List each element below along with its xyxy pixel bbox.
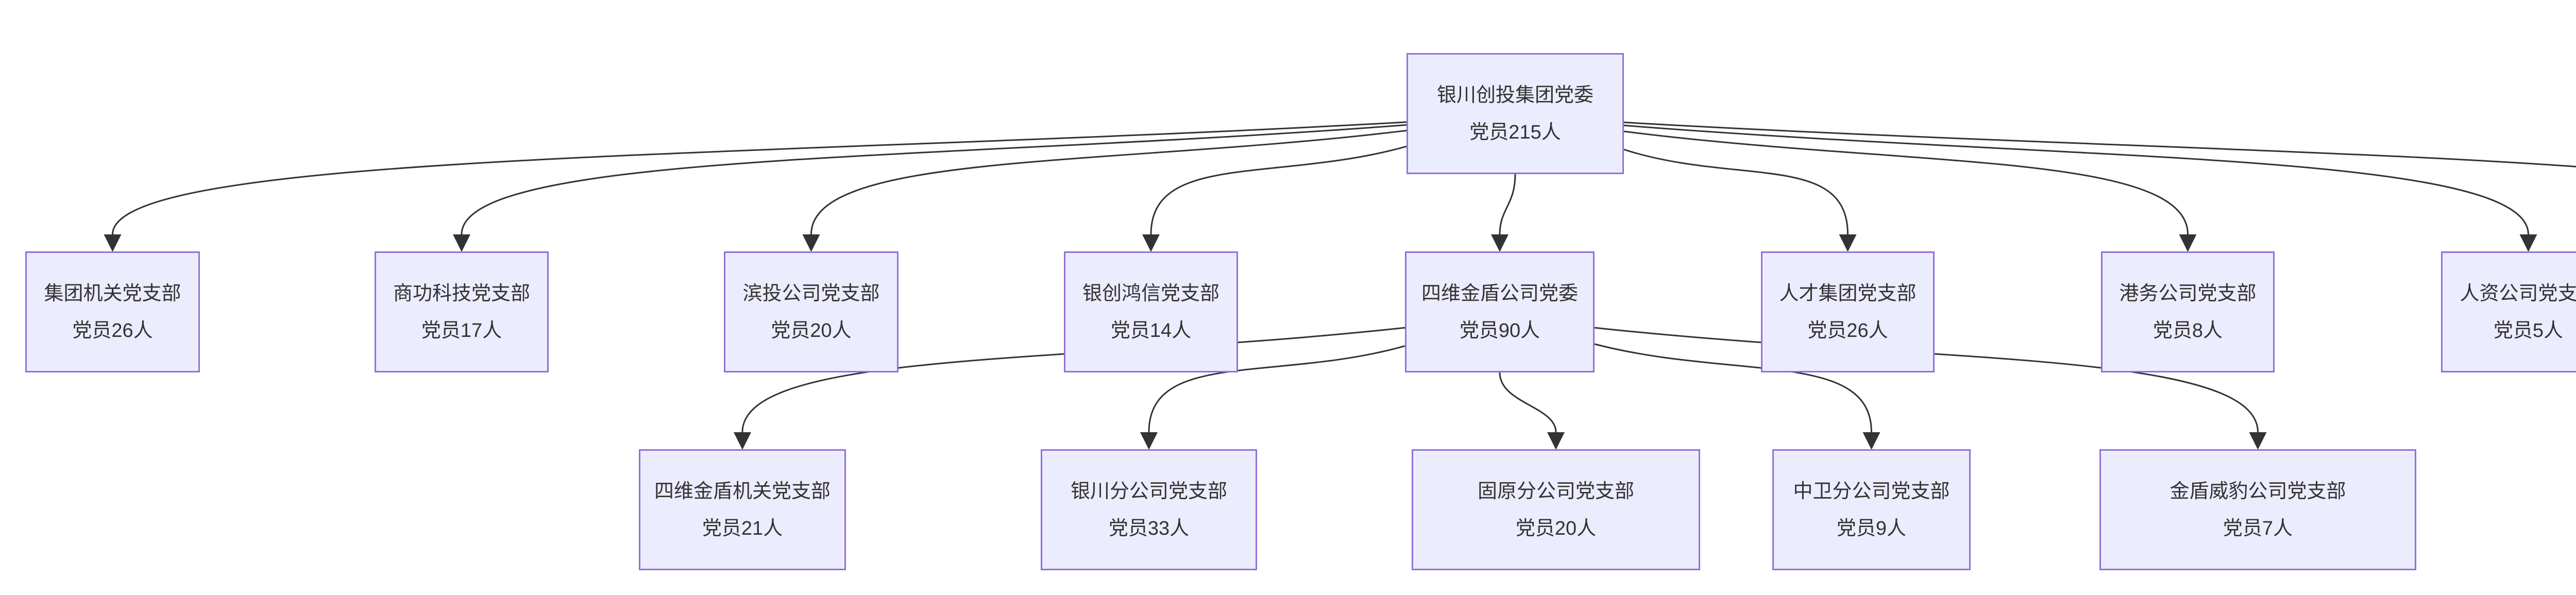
org-member-count: 党员26人	[1807, 319, 1888, 342]
org-unit-name: 集团机关党支部	[44, 282, 181, 304]
org-member-count: 党员17人	[421, 319, 502, 342]
org-node-m1: 四维金盾机关党支部党员21人	[639, 449, 846, 570]
edge-root-n8	[1623, 124, 2537, 252]
org-node-m4: 中卫分公司党支部党员9人	[1772, 449, 1971, 570]
org-member-count: 党员9人	[1836, 517, 1907, 539]
org-unit-name: 固原分公司党支部	[1477, 480, 1634, 502]
org-node-n8: 人资公司党支部党员5人	[2441, 251, 2576, 372]
edge-root-n3	[802, 129, 1407, 252]
org-member-count: 党员21人	[702, 517, 783, 539]
edge-root-n7	[1623, 130, 2197, 252]
edge-n5-m3	[1499, 372, 1565, 450]
edge-root-n9	[1623, 122, 2576, 167]
org-node-n2: 商功科技党支部党员17人	[375, 251, 549, 372]
org-member-count: 党员5人	[2493, 319, 2564, 342]
org-member-count: 党员26人	[72, 319, 153, 342]
org-node-n1: 集团机关党支部党员26人	[25, 251, 200, 372]
org-node-m2: 银川分公司党支部党员33人	[1041, 449, 1257, 570]
org-unit-name: 港务公司党支部	[2119, 282, 2257, 304]
org-node-root: 银川创投集团党委党员215人	[1406, 53, 1624, 174]
org-unit-name: 四维金盾机关党支部	[654, 480, 831, 502]
org-member-count: 党员90人	[1459, 319, 1540, 342]
org-member-count: 党员20人	[1515, 517, 1597, 539]
edge-root-n5	[1491, 174, 1516, 252]
org-unit-name: 银川创投集团党委	[1436, 84, 1594, 106]
org-node-n7: 港务公司党支部党员8人	[2101, 251, 2275, 372]
edge-n5-m1	[734, 327, 1405, 450]
org-node-m3: 固原分公司党支部党员20人	[1412, 449, 1700, 570]
org-member-count: 党员215人	[1469, 121, 1561, 143]
org-node-n3: 滨投公司党支部党员20人	[724, 251, 899, 372]
org-member-count: 党员8人	[2153, 319, 2223, 342]
org-node-m5: 金盾威豹公司党支部党员7人	[2099, 449, 2416, 570]
org-node-n6: 人才集团党支部党员26人	[1761, 251, 1935, 372]
edge-root-n4	[1142, 145, 1407, 252]
org-member-count: 党员20人	[771, 319, 852, 342]
org-unit-name: 滨投公司党支部	[742, 282, 880, 304]
org-unit-name: 四维金盾公司党委	[1421, 282, 1578, 304]
org-member-count: 党员33人	[1108, 517, 1190, 539]
edge-root-n1	[104, 121, 1407, 252]
org-unit-name: 中卫分公司党支部	[1793, 480, 1950, 502]
org-unit-name: 人资公司党支部	[2460, 282, 2576, 304]
edge-n5-m5	[1594, 327, 2267, 450]
org-unit-name: 银创鸿信党支部	[1082, 282, 1219, 304]
org-unit-name: 银川分公司党支部	[1070, 480, 1227, 502]
org-unit-name: 商功科技党支部	[393, 282, 530, 304]
edge-root-n6	[1623, 148, 1857, 252]
org-node-n4: 银创鸿信党支部党员14人	[1064, 251, 1238, 372]
org-unit-name: 金盾威豹公司党支部	[2170, 480, 2346, 502]
org-unit-name: 人才集团党支部	[1779, 282, 1917, 304]
org-member-count: 党员7人	[2223, 517, 2293, 539]
edge-root-n2	[453, 124, 1407, 252]
org-member-count: 党员14人	[1110, 319, 1192, 342]
org-node-n5: 四维金盾公司党委党员90人	[1405, 251, 1595, 372]
